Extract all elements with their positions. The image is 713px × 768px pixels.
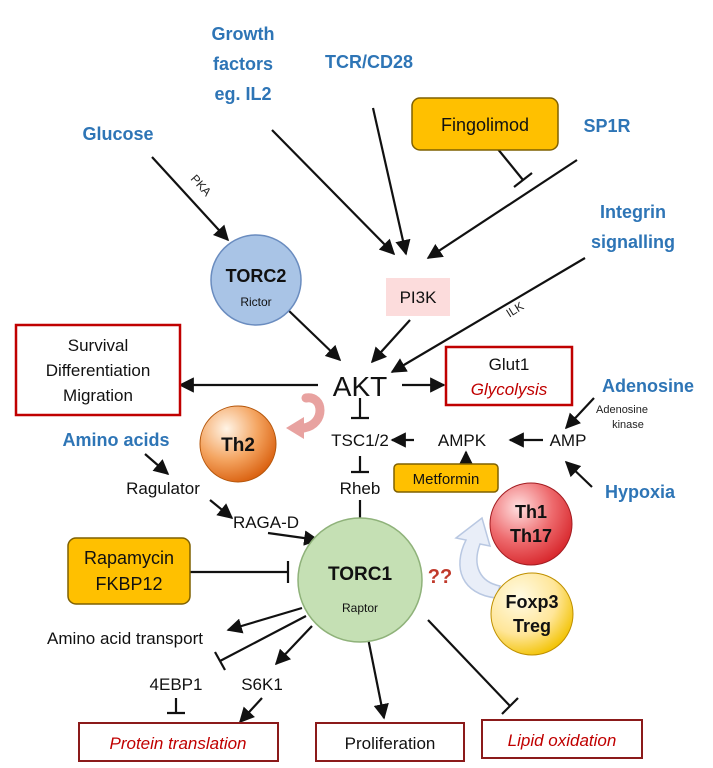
edge-raga-torc1 (267, 530, 320, 546)
drug-rapamycin-label-line1: Rapamycin (84, 548, 174, 568)
edge-label-adenosine-kinase-line2: kinase (612, 419, 644, 431)
node-torc1-label: TORC1 (328, 564, 392, 585)
node-raga-d: RAGA-D (233, 513, 299, 532)
node-ragulator: Ragulator (126, 479, 200, 498)
edge-growth-pi3k (271, 129, 396, 256)
drug-metformin: Metformin (393, 463, 499, 493)
th2-feedback-arrow (299, 393, 325, 433)
input-tcr-cd28: TCR/CD28 (325, 52, 413, 72)
treg-conversion-arrow (454, 516, 501, 599)
output-survival-line2: Differentiation (46, 361, 151, 380)
edge-integrin-akt (390, 257, 586, 373)
edge-adenosine-amp (564, 397, 595, 430)
cell-treg-label-line1: Foxp3 (505, 592, 558, 612)
output-lipid-oxidation: Lipid oxidation (481, 719, 643, 759)
node-torc1: TORC1 Raptor (297, 517, 423, 643)
node-torc2: TORC2 Rictor (210, 234, 302, 326)
input-growth-factors-line2: factors (213, 54, 273, 74)
node-amino-acid-transport: Amino acid transport (47, 629, 203, 648)
edge-tcr-pi3k (371, 107, 411, 256)
cell-th2: Th2 (199, 405, 277, 483)
inhibit-torc1-lipid (427, 619, 511, 707)
edge-glucose-torc2 (151, 156, 230, 242)
inhibit-fingolimod-sp1r-bar (513, 172, 533, 188)
cell-treg-label-line2: Treg (513, 616, 551, 636)
node-ampk: AMPK (438, 431, 487, 450)
input-integrin-line1: Integrin (600, 202, 666, 222)
edges (144, 107, 595, 724)
edge-sp1r-pi3k (426, 159, 578, 259)
output-proliferation-label: Proliferation (345, 734, 436, 753)
edge-label-adenosine-kinase-line1: Adenosine (596, 404, 648, 416)
cell-th1-label-line2: Th17 (510, 526, 552, 546)
node-torc2-label: TORC2 (226, 266, 287, 286)
output-survival-line1: Survival (68, 336, 128, 355)
edge-label-pka: PKA (188, 172, 214, 199)
edge-hypoxia-amp (564, 460, 593, 488)
drug-fingolimod: Fingolimod (411, 97, 559, 151)
cell-th1-label-line1: Th1 (515, 502, 547, 522)
cell-foxp3-treg: Foxp3 Treg (490, 572, 574, 656)
th2-feedback-arrowhead (286, 417, 304, 439)
input-growth-factors-line1: Growth (212, 24, 275, 44)
output-glut1: Glut1 Glycolysis (444, 345, 574, 407)
node-rheb: Rheb (340, 479, 381, 498)
edge-s6k1-protein (238, 697, 263, 724)
node-4ebp1: 4EBP1 (150, 675, 203, 694)
cell-th2-label: Th2 (221, 435, 255, 456)
drug-metformin-label: Metformin (413, 471, 480, 488)
output-lipid-oxidation-label: Lipid oxidation (508, 731, 617, 750)
inhibit-fingolimod-sp1r (496, 147, 524, 181)
input-hypoxia: Hypoxia (605, 482, 676, 502)
edge-ragulator-raga (209, 499, 234, 519)
edge-torc1-s6k1 (274, 625, 313, 666)
edge-torc1-aminotransport (226, 606, 303, 634)
node-pi3k: PI3K (386, 278, 450, 316)
node-pi3k-label: PI3K (400, 288, 438, 307)
edge-pi3k-akt (370, 319, 411, 364)
output-survival: Survival Differentiation Migration (14, 323, 182, 417)
node-torc1-sublabel: Raptor (342, 601, 378, 615)
edge-label-ilk: ILK (504, 299, 527, 320)
output-proliferation: Proliferation (315, 722, 465, 762)
inhibit-torc1-4ebp1 (219, 615, 307, 662)
input-glucose: Glucose (82, 124, 153, 144)
inhibit-torc1-4ebp1-bar (214, 651, 226, 671)
input-sp1r: SP1R (583, 116, 630, 136)
output-glycolysis-label: Glycolysis (471, 380, 548, 399)
input-amino-acids: Amino acids (62, 430, 169, 450)
edge-torc1-proliferation (366, 637, 389, 720)
input-integrin-line2: signalling (591, 232, 675, 252)
node-akt: AKT (333, 371, 387, 402)
node-s6k1: S6K1 (241, 675, 283, 694)
input-adenosine: Adenosine (602, 376, 694, 396)
node-torc2-sublabel: Rictor (240, 295, 271, 309)
edge-torc2-akt (285, 307, 342, 362)
input-growth-factors-line3: eg. IL2 (214, 84, 271, 104)
drug-fingolimod-label: Fingolimod (441, 115, 529, 135)
drug-rapamycin: Rapamycin FKBP12 (67, 537, 191, 605)
output-protein-translation-label: Protein translation (109, 734, 246, 753)
output-protein-translation: Protein translation (78, 722, 279, 762)
node-tsc: TSC1/2 (331, 431, 389, 450)
output-glut1-label: Glut1 (489, 355, 530, 374)
output-survival-line3: Migration (63, 386, 133, 405)
inhibit-torc1-lipid-bar (501, 697, 519, 715)
inputs: Growth factors eg. IL2 TCR/CD28 Glucose … (62, 24, 694, 502)
edge-aminoacids-ragulator (144, 453, 170, 476)
drug-rapamycin-label-line2: FKBP12 (95, 574, 162, 594)
cell-th1-th17: Th1 Th17 (489, 482, 573, 566)
node-amp: AMP (550, 431, 587, 450)
edge-label-unknown: ?? (428, 566, 452, 588)
